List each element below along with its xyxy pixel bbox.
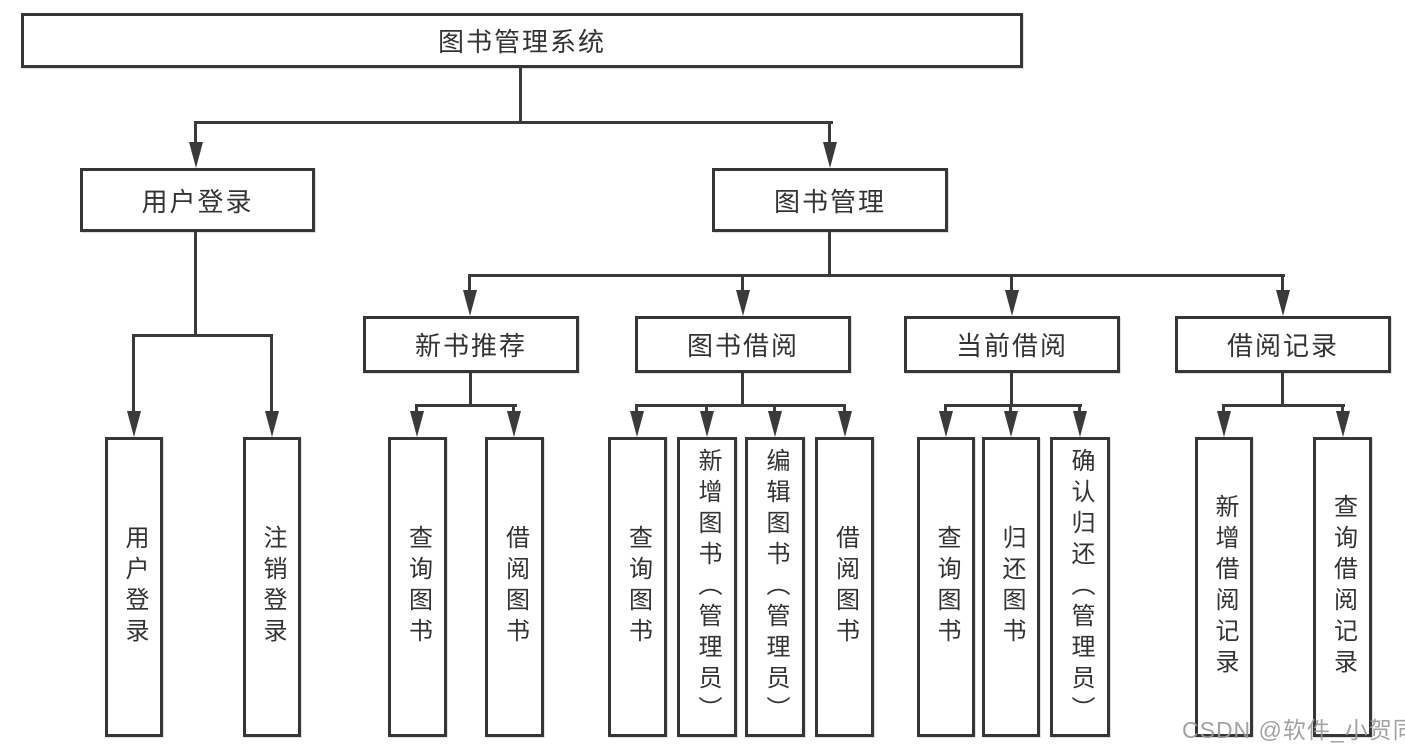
arrowhead-down-icon [630, 411, 644, 437]
node-leaf-borrow-edit: 编辑图书（管理员） [745, 437, 805, 737]
node-leaf-current-query: 查询图书 [917, 437, 975, 737]
arrowhead-down-icon [823, 142, 837, 168]
arrowhead-down-icon [700, 411, 714, 437]
node-leaf-current-confirm: 确认归还（管理员） [1050, 437, 1110, 737]
node-leaf-user-login-label: 用户登录 [121, 525, 148, 649]
node-leaf-record-add: 新增借阅记录 [1195, 437, 1253, 737]
node-leaf-borrow-query: 查询图书 [608, 437, 667, 737]
connector [1341, 404, 1344, 416]
node-leaf-current-return-label: 归还图书 [998, 525, 1025, 649]
node-leaf-logout: 注销登录 [243, 437, 301, 737]
node-leaf-borrow-query-label: 查询图书 [624, 525, 652, 649]
node-root-label: 图书管理系统 [437, 27, 606, 57]
node-leaf-user-login: 用户登录 [105, 437, 163, 737]
node-leaf-newbook-query-label: 查询图书 [404, 525, 432, 649]
node-leaf-borrow-borrow-label: 借阅图书 [831, 525, 859, 649]
connector [512, 404, 515, 416]
arrowhead-down-icon [265, 411, 279, 437]
connector [1281, 274, 1284, 294]
connector [132, 334, 273, 337]
node-root: 图书管理系统 [21, 13, 1023, 68]
arrowhead-down-icon [1004, 411, 1018, 437]
connector [741, 274, 744, 294]
arrowhead-down-icon [768, 411, 782, 437]
node-leaf-record-add-label: 新增借阅记录 [1211, 494, 1238, 680]
connector [415, 404, 517, 407]
node-leaf-borrow-add-label: 新增图书（管理员） [694, 447, 721, 727]
connector [773, 404, 776, 416]
connector [468, 274, 471, 294]
connector [1010, 373, 1013, 407]
connector [194, 121, 197, 147]
node-leaf-current-return: 归还图书 [982, 437, 1040, 737]
connector [944, 404, 947, 416]
node-leaf-record-query-label: 查询借阅记录 [1329, 494, 1357, 680]
node-new-book-recommend: 新书推荐 [363, 316, 579, 373]
connector [469, 373, 472, 407]
arrowhead-down-icon [838, 411, 852, 437]
connector [194, 121, 833, 124]
connector [132, 334, 135, 414]
connector [415, 404, 418, 416]
node-leaf-record-query: 查询借阅记录 [1313, 437, 1372, 737]
node-current-borrow: 当前借阅 [904, 316, 1120, 373]
connector [828, 232, 831, 276]
node-borrow-records: 借阅记录 [1175, 316, 1391, 373]
connector [944, 404, 1082, 407]
node-leaf-newbook-borrow-label: 借阅图书 [501, 525, 529, 649]
node-leaf-newbook-borrow: 借阅图书 [485, 437, 544, 737]
arrowhead-down-icon [463, 290, 477, 316]
connector [635, 404, 638, 416]
arrowhead-down-icon [1276, 290, 1290, 316]
connector [468, 274, 1285, 277]
arrowhead-down-icon [1336, 411, 1350, 437]
node-book-management-label: 图书管理 [773, 186, 886, 217]
node-user-login: 用户登录 [80, 168, 315, 232]
node-current-borrow-label: 当前借阅 [955, 331, 1068, 361]
connector [1281, 373, 1284, 407]
arrowhead-down-icon [189, 142, 203, 168]
connector [1222, 404, 1225, 416]
arrowhead-down-icon [410, 411, 424, 437]
node-leaf-borrow-add: 新增图书（管理员） [677, 437, 737, 737]
connector [705, 404, 708, 416]
connector [828, 121, 831, 147]
connector [741, 373, 744, 407]
arrowhead-down-icon [1073, 411, 1087, 437]
arrowhead-down-icon [736, 290, 750, 316]
arrowhead-down-icon [939, 411, 953, 437]
connector [843, 404, 846, 416]
connector [635, 404, 846, 407]
connector [1009, 404, 1012, 416]
node-book-management: 图书管理 [712, 168, 948, 232]
arrowhead-down-icon [1005, 290, 1019, 316]
arrowhead-down-icon [127, 411, 141, 437]
connector [1078, 404, 1081, 416]
connector [194, 232, 197, 337]
node-leaf-borrow-borrow: 借阅图书 [815, 437, 874, 737]
node-leaf-current-query-label: 查询图书 [933, 525, 960, 649]
node-leaf-newbook-query: 查询图书 [388, 437, 447, 737]
arrowhead-down-icon [507, 411, 521, 437]
node-leaf-current-confirm-label: 确认归还（管理员） [1067, 447, 1094, 727]
node-new-book-recommend-label: 新书推荐 [414, 331, 527, 361]
connector [1010, 274, 1013, 294]
connector [1222, 404, 1345, 407]
node-book-borrow-label: 图书借阅 [686, 331, 799, 361]
node-borrow-records-label: 借阅记录 [1226, 331, 1339, 361]
csdn-watermark: CSDN @软件_小贺同学 [1182, 717, 1405, 743]
arrowhead-down-icon [1217, 411, 1231, 437]
connector [519, 68, 522, 124]
node-book-borrow: 图书借阅 [635, 316, 851, 373]
node-leaf-logout-label: 注销登录 [259, 525, 286, 649]
connector [270, 334, 273, 414]
node-user-login-label: 用户登录 [141, 186, 254, 217]
node-leaf-borrow-edit-label: 编辑图书（管理员） [762, 447, 789, 727]
